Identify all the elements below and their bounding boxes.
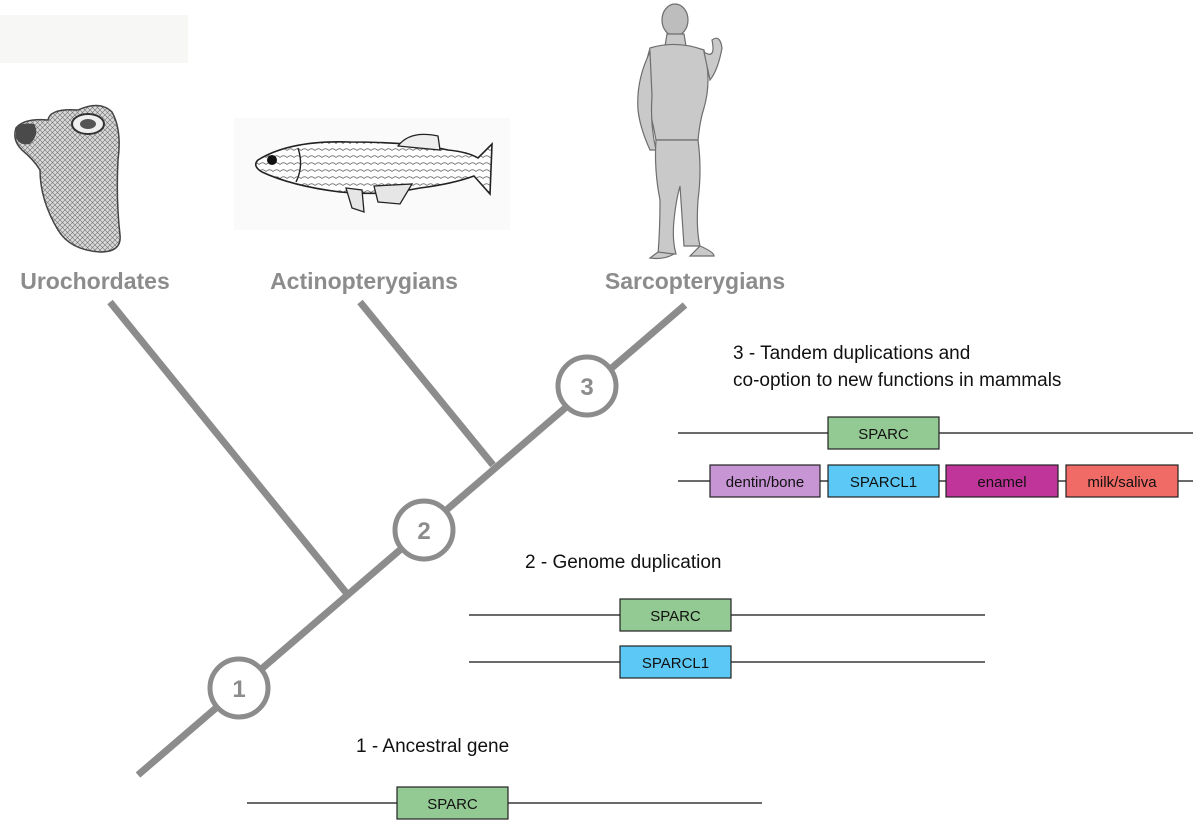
event-1-caption: 1 - Ancestral gene — [356, 736, 509, 757]
gene-dentin-bone — [709, 464, 821, 498]
taxon-actinopterygians: Actinopterygians — [270, 268, 458, 294]
gene-sparcl1-3b — [827, 464, 940, 498]
tunicate-icon — [14, 104, 121, 253]
gene-sparc-3a — [827, 416, 940, 450]
gene-sparc-3a-label: SPARC — [858, 426, 909, 443]
gene-dentin-bone-label: dentin/bone — [726, 474, 804, 491]
gene-milk-saliva-label: milk/saliva — [1087, 474, 1157, 491]
gene-sparc-2a — [619, 598, 732, 632]
event-2-group: 2 - Genome duplication SPARC SPARCL1 — [469, 552, 985, 679]
gene-sparcl1-3b-label: SPARCL1 — [850, 474, 917, 491]
event-1-group: 1 - Ancestral gene SPARC — [247, 736, 762, 820]
phylogenetic-tree: 1 2 3 — [107, 299, 688, 778]
node-3-circle — [555, 354, 619, 418]
event-2-caption: 2 - Genome duplication — [525, 552, 721, 573]
node-3-label: 3 — [580, 374, 593, 401]
gene-enamel-label: enamel — [977, 474, 1026, 491]
taxon-sarcopterygians: Sarcopterygians — [605, 268, 785, 294]
gene-sparc-2a-label: SPARC — [650, 608, 701, 625]
background-patch — [0, 15, 188, 63]
taxon-urochordates: Urochordates — [20, 268, 170, 294]
event-3-group: 3 - Tandem duplications and co-option to… — [678, 343, 1193, 498]
gene-sparc-1 — [396, 786, 509, 820]
gene-sparcl1-2b-label: SPARCL1 — [642, 655, 709, 672]
actinopterygian-branch — [357, 299, 496, 468]
gene-enamel — [945, 464, 1059, 498]
gene-sparcl1-2b — [619, 645, 732, 679]
node-1-label: 1 — [232, 676, 245, 703]
gene-sparc-1-label: SPARC — [427, 796, 478, 813]
gene-milk-saliva — [1065, 464, 1179, 498]
event-3-caption-line2: co-option to new functions in mammals — [733, 370, 1061, 391]
node-1-circle — [207, 656, 271, 720]
urochordate-branch — [107, 299, 351, 598]
node-2-label: 2 — [417, 518, 430, 545]
statue-icon — [637, 3, 723, 260]
node-2-circle — [392, 498, 456, 562]
fish-icon — [234, 118, 510, 230]
event-3-caption-line1: 3 - Tandem duplications and — [733, 343, 970, 364]
